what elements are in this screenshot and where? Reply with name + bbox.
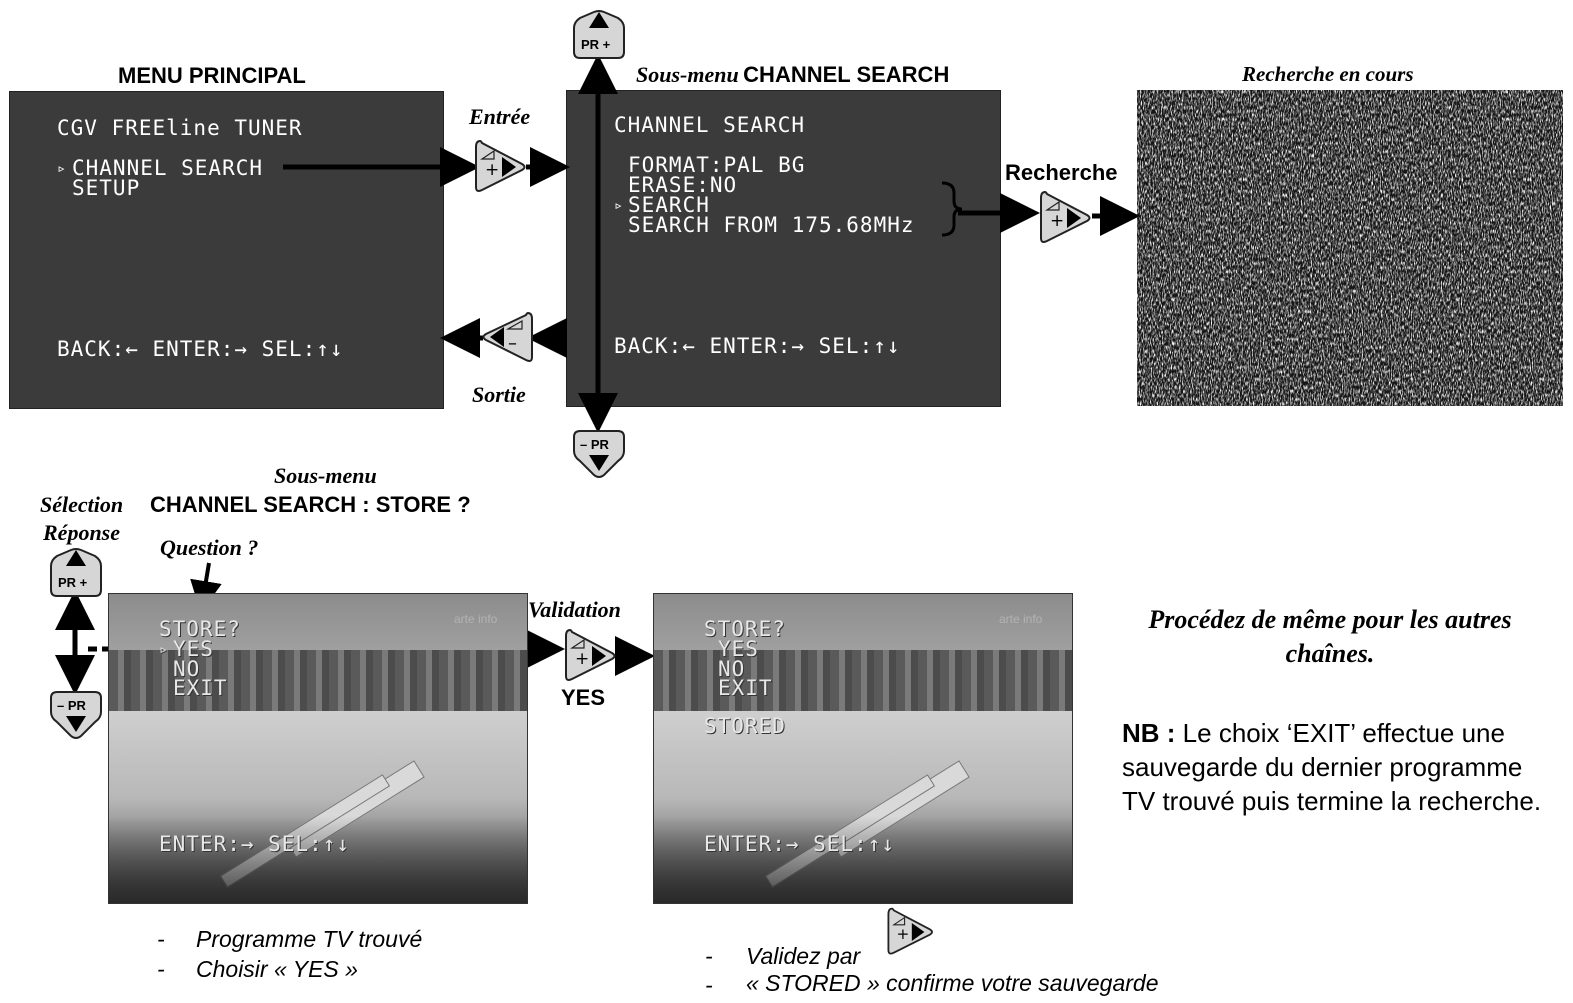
bullet-stored-confirm: « STORED » confirme votre sauvegarde xyxy=(746,970,1159,996)
option-yes[interactable]: YES xyxy=(173,637,214,661)
submenu-heading: Sous-menu CHANNEL SEARCH xyxy=(636,62,949,88)
store-question: STORE? xyxy=(704,617,786,641)
main-menu-title: CGV FREEline TUNER xyxy=(57,116,303,140)
pr-minus-button-top-icon[interactable]: – PR xyxy=(570,427,628,481)
question-label: Question ? xyxy=(160,535,259,560)
enter-label: Entrée xyxy=(469,104,531,129)
selection-marker: ▹ xyxy=(159,640,170,658)
store-question: STORE? xyxy=(159,617,241,641)
svg-text:PR +: PR + xyxy=(58,575,88,590)
submenu-title: CHANNEL SEARCH xyxy=(743,62,950,87)
search-button-icon[interactable]: + xyxy=(1037,188,1093,248)
channel-search-footer: BACK:← ENTER:→ SEL:↑↓ xyxy=(614,334,901,358)
svg-text:+: + xyxy=(1050,211,1064,231)
menu-item-erase[interactable]: ERASE:NO xyxy=(628,173,738,197)
store-screen: arte info STORE? ▹ YES NO EXIT ENTER:→ S… xyxy=(108,593,528,904)
channel-logo-icon: arte info xyxy=(454,612,498,626)
selection-marker: ▹ xyxy=(614,196,625,214)
menu-item-search[interactable]: SEARCH xyxy=(628,193,710,217)
nb-label: NB : xyxy=(1122,718,1176,748)
option-no[interactable]: NO xyxy=(718,657,746,681)
selection-label: Sélection xyxy=(40,492,124,517)
bullet-dash: - xyxy=(705,972,713,998)
answer-label: Réponse xyxy=(43,520,120,545)
repeat-note: Procédez de même pour les autres chaînes… xyxy=(1148,605,1512,668)
search-noise-screen xyxy=(1137,90,1563,406)
svg-text:+: + xyxy=(897,925,910,943)
pr-plus-button-top-icon[interactable]: PR + xyxy=(570,6,628,59)
bullet-dash: - xyxy=(157,926,165,952)
menu-item-format[interactable]: FORMAT:PAL BG xyxy=(628,153,806,177)
option-no[interactable]: NO xyxy=(173,657,201,681)
main-menu-screen: CGV FREEline TUNER ▹ CHANNEL SEARCH SETU… xyxy=(9,91,444,409)
validation-button-icon[interactable]: + xyxy=(562,626,618,686)
bullet-choose-yes: Choisir « YES » xyxy=(196,956,358,982)
enter-button-icon[interactable]: + xyxy=(472,137,528,197)
svg-text:– PR: – PR xyxy=(580,437,610,452)
bullet-dash: - xyxy=(705,943,713,969)
stored-footer: ENTER:→ SEL:↑↓ xyxy=(704,832,896,856)
exit-label: Sortie xyxy=(472,382,526,407)
menu-item-setup[interactable]: SETUP xyxy=(72,176,141,200)
main-menu-heading: MENU PRINCIPAL xyxy=(118,63,306,88)
main-menu-footer: BACK:← ENTER:→ SEL:↑↓ xyxy=(57,337,344,361)
svg-text:+: + xyxy=(575,649,589,669)
channel-logo-icon: arte info xyxy=(999,612,1043,626)
validate-inline-button-icon[interactable]: + xyxy=(884,905,936,959)
pr-minus-button-bottom-icon[interactable]: – PR xyxy=(47,688,105,742)
option-yes[interactable]: YES xyxy=(718,637,759,661)
channel-search-screen: CHANNEL SEARCH FORMAT:PAL BG ERASE:NO ▹ … xyxy=(566,90,1001,407)
searching-heading: Recherche en cours xyxy=(1242,62,1414,86)
menu-item-channel-search[interactable]: CHANNEL SEARCH xyxy=(72,156,264,180)
svg-text:+: + xyxy=(485,160,499,180)
svg-text:–: – xyxy=(508,333,517,354)
static-noise xyxy=(1137,90,1563,406)
bullet-dash: - xyxy=(157,956,165,982)
menu-item-search-from[interactable]: SEARCH FROM 175.68MHz xyxy=(628,213,915,237)
bullet-validate: Validez par xyxy=(746,943,861,969)
nb-text: Le choix ‘EXIT’ effectue une sauvegarde … xyxy=(1122,718,1542,816)
nb-note: NB : Le choix ‘EXIT’ effectue une sauveg… xyxy=(1122,716,1542,818)
option-exit[interactable]: EXIT xyxy=(718,676,773,700)
channel-search-title: CHANNEL SEARCH xyxy=(614,113,806,137)
store-submenu-title: CHANNEL SEARCH : STORE ? xyxy=(150,492,471,517)
yes-label: YES xyxy=(561,685,606,710)
option-exit[interactable]: EXIT xyxy=(173,676,228,700)
selection-marker: ▹ xyxy=(57,159,68,177)
stored-confirmation: STORED xyxy=(704,714,786,738)
svg-text:PR +: PR + xyxy=(581,37,611,52)
validation-label: Validation xyxy=(528,597,621,622)
pr-plus-button-bottom-icon[interactable]: PR + xyxy=(47,544,105,597)
back-button-icon[interactable]: – xyxy=(480,309,536,367)
bullet-tv-found: Programme TV trouvé xyxy=(196,926,423,952)
svg-text:– PR: – PR xyxy=(57,698,87,713)
store-submenu-prefix: Sous-menu xyxy=(274,463,377,488)
search-label: Recherche xyxy=(1005,160,1118,185)
stored-screen: arte info STORE? YES NO EXIT STORED ENTE… xyxy=(653,593,1073,904)
store-footer: ENTER:→ SEL:↑↓ xyxy=(159,832,351,856)
submenu-prefix: Sous-menu xyxy=(636,62,739,87)
